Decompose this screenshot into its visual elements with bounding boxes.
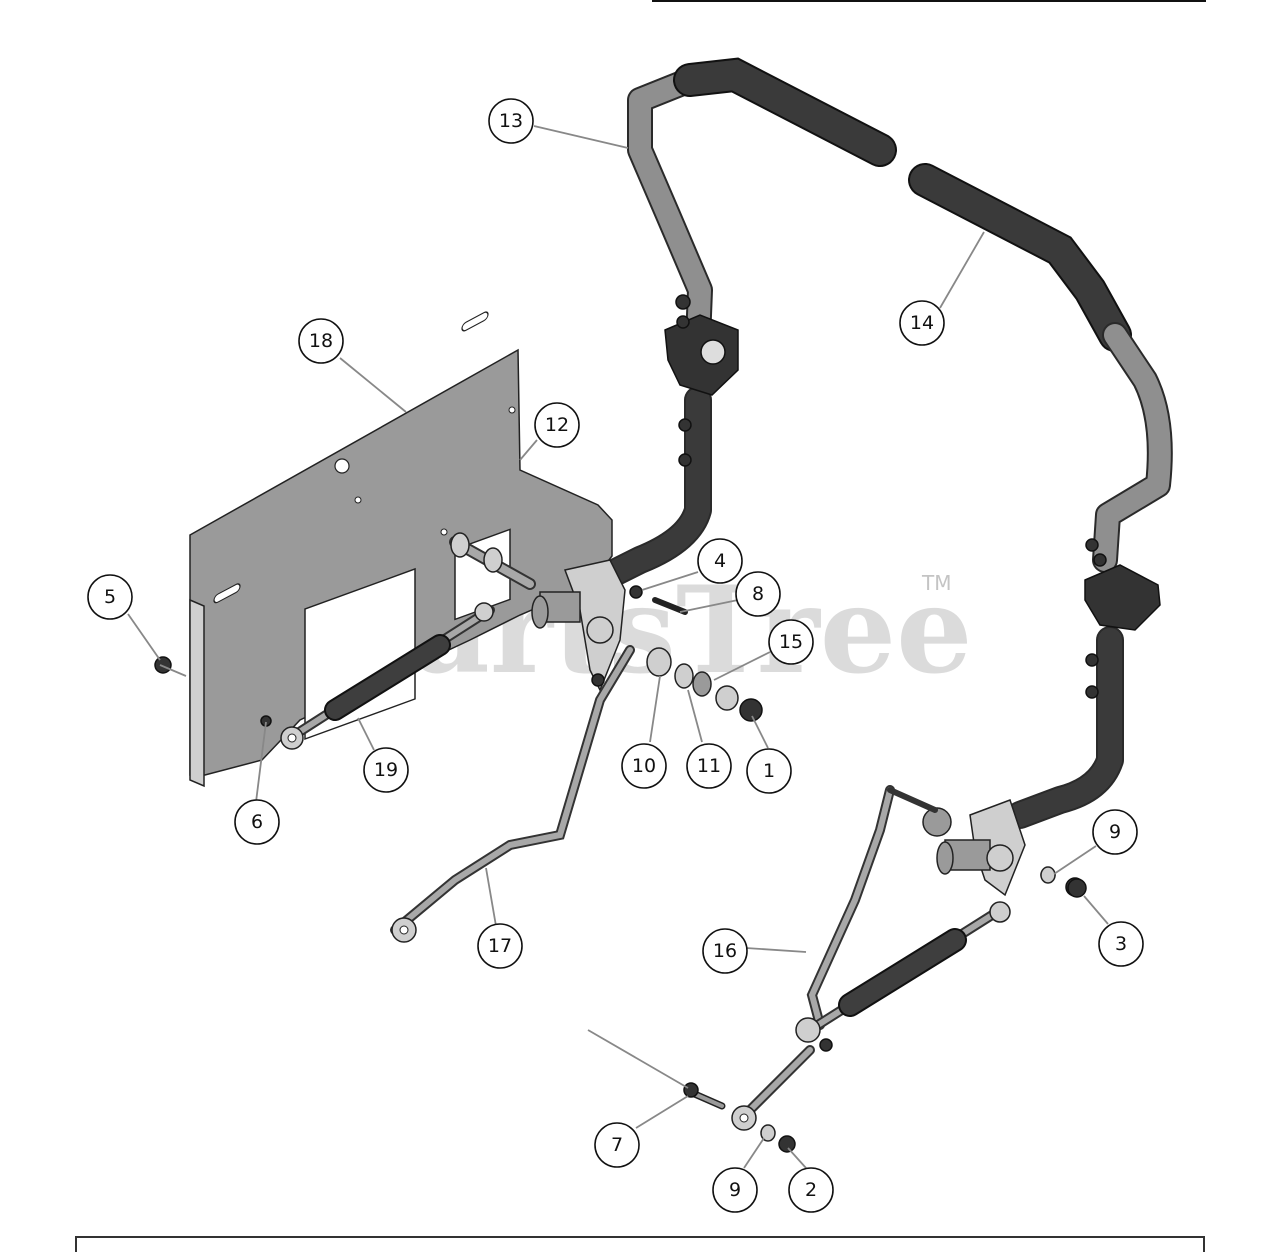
callout-label: 11 — [697, 755, 721, 777]
left-pivot-assembly — [531, 559, 763, 722]
callout-label: 12 — [545, 414, 569, 436]
callout-3[interactable]: 3 — [1098, 921, 1144, 967]
nut-3 — [1067, 878, 1087, 898]
callout-12[interactable]: 12 — [534, 402, 580, 448]
right-upper-rod — [806, 785, 938, 1030]
right-lower-rod — [731, 1045, 815, 1131]
callout-label: 15 — [779, 631, 803, 653]
callout-label: 14 — [910, 312, 934, 334]
callout-8[interactable]: 8 — [735, 571, 781, 617]
callout-18[interactable]: 18 — [298, 318, 344, 364]
callout-label: 9 — [1109, 821, 1121, 843]
callout-9-upper[interactable]: 9 — [1092, 809, 1138, 855]
callout-11[interactable]: 11 — [686, 743, 732, 789]
pivot-shaft — [449, 532, 536, 590]
callout-19[interactable]: 19 — [363, 747, 409, 793]
watermark-tm: TM — [921, 571, 951, 595]
callout-label: 19 — [374, 759, 398, 781]
callout-label: 5 — [104, 586, 116, 608]
callout-15[interactable]: 15 — [768, 619, 814, 665]
callout-14[interactable]: 14 — [899, 300, 945, 346]
callout-label: 1 — [763, 760, 775, 782]
left-handle-bracket — [664, 294, 739, 467]
right-handle-bracket — [1084, 538, 1161, 699]
left-lower-rod — [390, 645, 635, 943]
right-control-handle — [908, 163, 1173, 829]
callout-label: 16 — [713, 940, 737, 962]
callout-label: 7 — [611, 1134, 623, 1156]
callout-1[interactable]: 1 — [746, 748, 792, 794]
callout-5[interactable]: 5 — [87, 574, 133, 620]
callout-6[interactable]: 6 — [234, 799, 280, 845]
callout-label: 3 — [1115, 933, 1127, 955]
nut-2 — [778, 1135, 796, 1153]
callout-label: 8 — [752, 583, 764, 605]
callout-label: 4 — [714, 550, 726, 572]
callout-17[interactable]: 17 — [477, 923, 523, 969]
callout-7[interactable]: 7 — [594, 1122, 640, 1168]
callout-2[interactable]: 2 — [788, 1167, 834, 1213]
nut-5 — [154, 656, 172, 674]
callout-label: 13 — [499, 110, 523, 132]
callout-16[interactable]: 16 — [702, 928, 748, 974]
left-damper-rod — [260, 602, 495, 750]
callout-13[interactable]: 13 — [488, 98, 534, 144]
washer-9-upper — [1040, 866, 1056, 884]
callout-9-lower[interactable]: 9 — [712, 1167, 758, 1213]
callout-label: 6 — [251, 811, 263, 833]
callout-label: 9 — [729, 1179, 741, 1201]
bolt-7 — [683, 1082, 726, 1110]
leader-lines — [127, 125, 1109, 1169]
left-control-handle — [596, 57, 897, 589]
callout-label: 17 — [488, 935, 512, 957]
callout-label: 2 — [805, 1179, 817, 1201]
callout-4[interactable]: 4 — [697, 538, 743, 584]
mounting-plate — [189, 311, 613, 788]
callout-label: 10 — [632, 755, 656, 777]
right-damper-rod — [795, 901, 1011, 1052]
callout-label: 18 — [309, 330, 333, 352]
bottom-frame — [75, 1236, 1205, 1252]
callout-10[interactable]: 10 — [621, 743, 667, 789]
washer-9-lower — [760, 1124, 776, 1142]
